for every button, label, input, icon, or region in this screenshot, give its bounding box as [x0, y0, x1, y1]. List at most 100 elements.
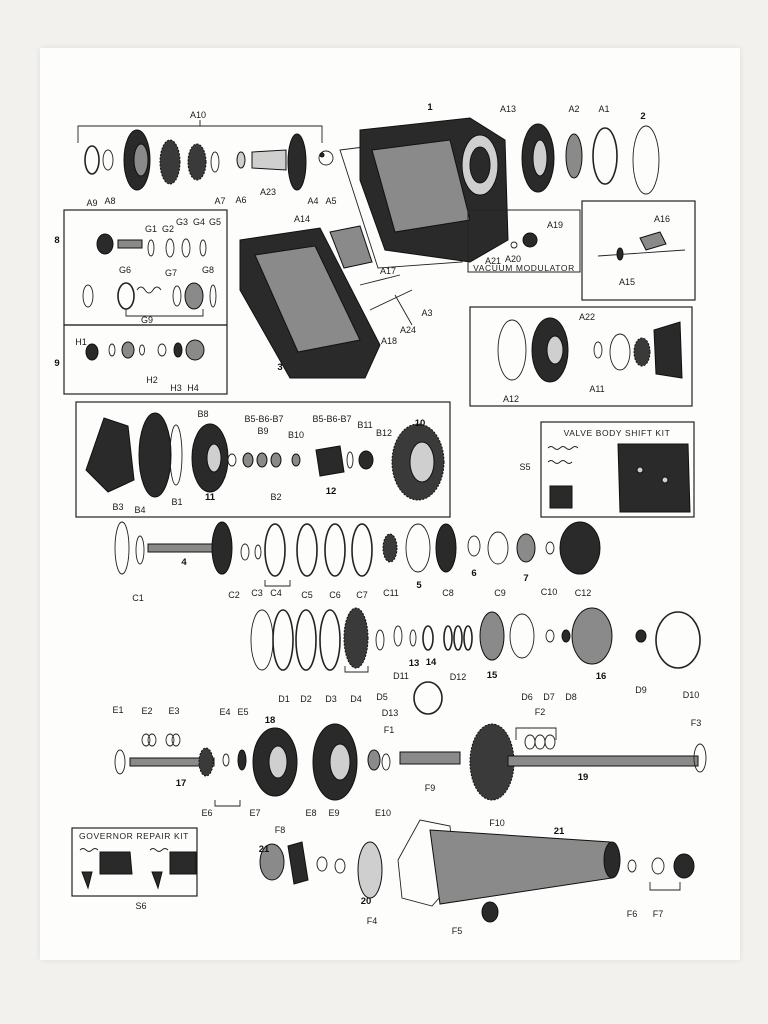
label-14: 14: [426, 657, 437, 668]
label-d1: D1: [278, 694, 290, 704]
label-10: 10: [415, 418, 426, 429]
label-g1: G1: [145, 224, 157, 234]
extension-housing: [259, 819, 695, 923]
label-c3: C3: [251, 588, 263, 598]
label-h3: H3: [170, 383, 182, 393]
label-7: 7: [523, 573, 528, 584]
row-c: [114, 521, 601, 587]
label-a16: A16: [654, 214, 670, 224]
label-d4: D4: [350, 694, 362, 704]
part-a2: [565, 133, 583, 179]
label-a12: A12: [503, 394, 519, 404]
label-f10: F10: [489, 818, 505, 828]
caption-vacuum-modulator: VACUUM MODULATOR: [473, 263, 575, 273]
label-e9: E9: [328, 808, 339, 818]
label-h4: H4: [187, 383, 199, 393]
label-d9: D9: [635, 685, 647, 695]
label-b11: B11: [357, 420, 372, 430]
row-d: [250, 607, 701, 715]
label-8: 8: [54, 235, 59, 246]
label-e1: E1: [112, 705, 123, 715]
label-f3: F3: [691, 718, 702, 728]
label-4: 4: [181, 557, 187, 568]
label-e8: E8: [305, 808, 316, 818]
label-20: 20: [361, 896, 372, 907]
label-f7: F7: [653, 909, 664, 919]
label-b4: B4: [134, 505, 145, 515]
label-f8: F8: [275, 825, 286, 835]
label-c2: C2: [228, 590, 240, 600]
label-b12: B12: [376, 428, 392, 438]
label-g3: G3: [176, 217, 188, 227]
label-f4: F4: [367, 916, 378, 926]
label-e2: E2: [141, 706, 152, 716]
label-15: 15: [487, 670, 498, 681]
label-d2: D2: [300, 694, 312, 704]
label-e7: E7: [249, 808, 260, 818]
label-b9: B9: [257, 426, 268, 436]
label-h1: H1: [75, 337, 87, 347]
label-1: 1: [427, 102, 433, 113]
label-d7: D7: [543, 692, 555, 702]
box-9: 9: [54, 324, 228, 395]
label-6: 6: [471, 568, 476, 579]
label-f2: F2: [535, 707, 546, 717]
label-5: 5: [416, 580, 422, 591]
label-21-b: 21: [554, 826, 565, 837]
label-a13: A13: [500, 104, 516, 114]
label-e5: E5: [237, 707, 248, 717]
label-a11: A11: [589, 384, 604, 394]
label-a18: A18: [381, 336, 397, 346]
label-c11: C11: [383, 588, 399, 598]
label-b5-b6-b7-b: B5-B6-B7: [312, 414, 351, 424]
box-a22: [469, 306, 693, 407]
governor-repair-kit-box: GOVERNOR REPAIR KIT: [71, 827, 198, 897]
part-2: [632, 125, 660, 195]
label-s5: S5: [519, 462, 530, 472]
part-a1: [592, 127, 618, 185]
label-a19: A19: [547, 220, 563, 230]
label-c7: C7: [356, 590, 368, 600]
label-13: 13: [409, 658, 420, 669]
label-d10: D10: [683, 690, 700, 700]
row-e-f: [114, 723, 707, 807]
label-c5: C5: [301, 590, 313, 600]
label-17: 17: [176, 778, 187, 789]
label-a5: A5: [325, 196, 336, 206]
label-16: 16: [596, 671, 607, 682]
label-a23: A23: [260, 187, 276, 197]
label-a10: A10: [190, 110, 206, 120]
label-a9: A9: [86, 198, 97, 208]
label-21-a: 21: [259, 844, 270, 855]
label-18: 18: [265, 715, 276, 726]
label-b2: B2: [270, 492, 281, 502]
label-f6: F6: [627, 909, 638, 919]
label-a7: A7: [214, 196, 225, 206]
label-a2: A2: [568, 104, 579, 114]
label-b10: B10: [288, 430, 304, 440]
caption-valve-body-shift-kit: VALVE BODY SHIFT KIT: [564, 428, 671, 438]
label-c1: C1: [132, 593, 144, 603]
label-f1: F1: [384, 725, 395, 735]
label-d6: D6: [521, 692, 533, 702]
label-g5: G5: [209, 217, 221, 227]
label-c4: C4: [270, 588, 282, 598]
label-c9: C9: [494, 588, 506, 598]
label-c6: C6: [329, 590, 341, 600]
label-2: 2: [640, 111, 645, 122]
label-b3: B3: [112, 502, 123, 512]
label-b8: B8: [197, 409, 208, 419]
label-a6: A6: [235, 195, 246, 205]
label-d13: D13: [382, 708, 399, 718]
label-b1: B1: [171, 497, 182, 507]
label-d8: D8: [565, 692, 577, 702]
label-s6: S6: [135, 901, 146, 911]
label-a17: A17: [380, 266, 396, 276]
label-d11: D11: [393, 671, 409, 681]
label-a4: A4: [307, 196, 318, 206]
label-c12: C12: [575, 588, 592, 598]
label-g7: G7: [165, 268, 177, 278]
valve-body-shift-kit-box: VALVE BODY SHIFT KIT: [540, 421, 695, 518]
oil-pan: [239, 227, 381, 379]
